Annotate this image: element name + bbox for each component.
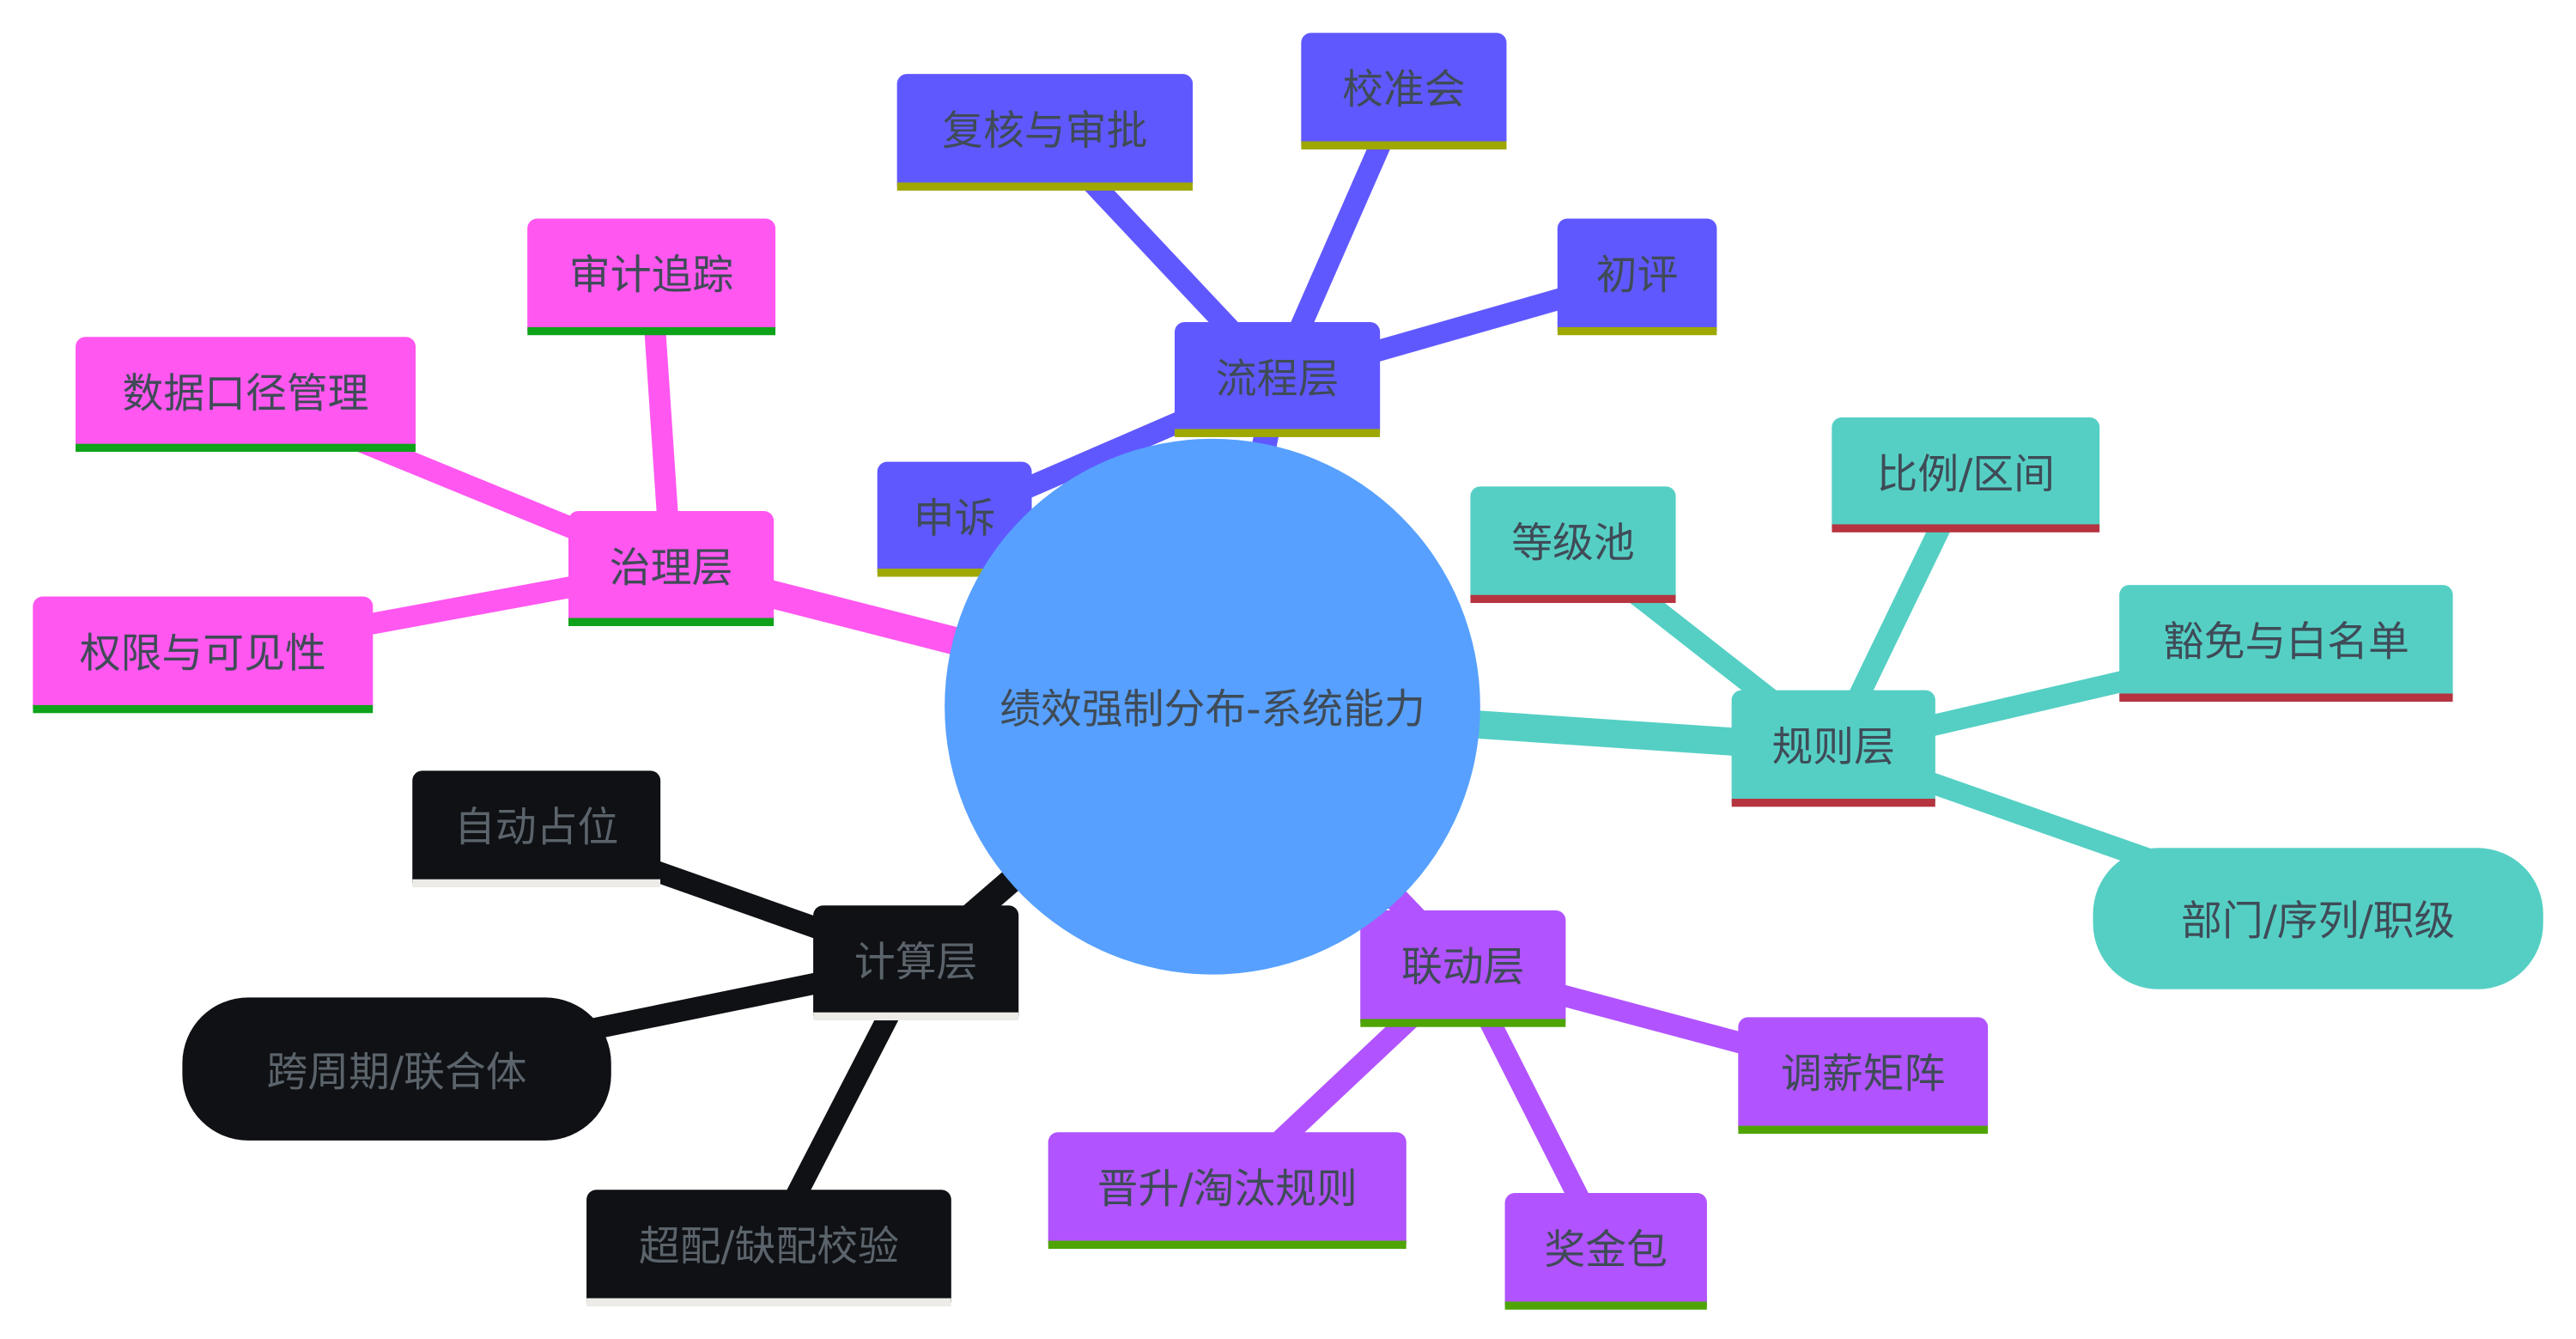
leaf-node-label: 部门/序列/职级 bbox=[2181, 897, 2456, 946]
leaf-node[interactable]: 跨周期/联合体 bbox=[182, 997, 611, 1141]
leaf-node[interactable]: 部门/序列/职级 bbox=[2093, 848, 2543, 989]
leaf-node-label: 等级池 bbox=[1511, 519, 1635, 568]
leaf-node[interactable]: 校准会 bbox=[1301, 33, 1507, 150]
leaf-node[interactable]: 审计追踪 bbox=[527, 218, 776, 336]
leaf-node[interactable]: 复核与审批 bbox=[896, 74, 1194, 191]
leaf-node-label: 奖金包 bbox=[1544, 1226, 1668, 1274]
leaf-node[interactable]: 数据口径管理 bbox=[76, 337, 416, 453]
leaf-node-label: 超配/缺配校验 bbox=[638, 1222, 899, 1270]
leaf-node-label: 晋升/淘汰规则 bbox=[1097, 1165, 1358, 1214]
branch-node-label: 联动层 bbox=[1401, 943, 1525, 991]
leaf-node-label: 权限与可见性 bbox=[79, 629, 326, 678]
leaf-node-label: 复核与审批 bbox=[942, 107, 1148, 155]
leaf-node[interactable]: 等级池 bbox=[1470, 486, 1676, 604]
leaf-node[interactable]: 豁免与白名单 bbox=[2119, 585, 2453, 702]
branch-node[interactable]: 规则层 bbox=[1731, 690, 1935, 807]
root-node[interactable]: 绩效强制分布-系统能力 bbox=[945, 438, 1480, 975]
leaf-node[interactable]: 比例/区间 bbox=[1832, 417, 2100, 533]
leaf-node-label: 豁免与白名单 bbox=[2162, 618, 2409, 666]
leaf-node-label: 审计追踪 bbox=[568, 251, 734, 300]
leaf-node[interactable]: 权限与可见性 bbox=[33, 596, 374, 714]
leaf-node-label: 数据口径管理 bbox=[122, 368, 369, 417]
branch-node-label: 计算层 bbox=[854, 937, 978, 986]
branch-node[interactable]: 计算层 bbox=[813, 905, 1019, 1021]
branch-node-label: 治理层 bbox=[609, 543, 733, 591]
leaf-node-label: 自动占位 bbox=[453, 803, 619, 852]
leaf-node[interactable]: 调薪矩阵 bbox=[1738, 1017, 1989, 1135]
leaf-node[interactable]: 初评 bbox=[1557, 218, 1717, 336]
root-node-label: 绩效强制分布-系统能力 bbox=[999, 685, 1425, 733]
leaf-node-label: 跨周期/联合体 bbox=[266, 1047, 527, 1096]
leaf-node-label: 申诉 bbox=[913, 493, 996, 542]
leaf-node-label: 调薪矩阵 bbox=[1780, 1050, 1946, 1099]
branch-node-label: 流程层 bbox=[1215, 354, 1340, 402]
leaf-node[interactable]: 自动占位 bbox=[412, 770, 661, 888]
leaf-node[interactable]: 超配/缺配校验 bbox=[586, 1190, 951, 1307]
leaf-node[interactable]: 奖金包 bbox=[1504, 1193, 1707, 1310]
leaf-node-label: 比例/区间 bbox=[1876, 449, 2056, 497]
leaf-node[interactable]: 晋升/淘汰规则 bbox=[1048, 1132, 1406, 1250]
branch-node[interactable]: 治理层 bbox=[568, 511, 775, 626]
leaf-node-label: 校准会 bbox=[1342, 65, 1466, 114]
branch-node[interactable]: 流程层 bbox=[1175, 322, 1381, 437]
branch-node[interactable]: 联动层 bbox=[1360, 910, 1566, 1027]
branch-node-label: 规则层 bbox=[1771, 722, 1895, 771]
leaf-node-label: 初评 bbox=[1595, 251, 1679, 300]
